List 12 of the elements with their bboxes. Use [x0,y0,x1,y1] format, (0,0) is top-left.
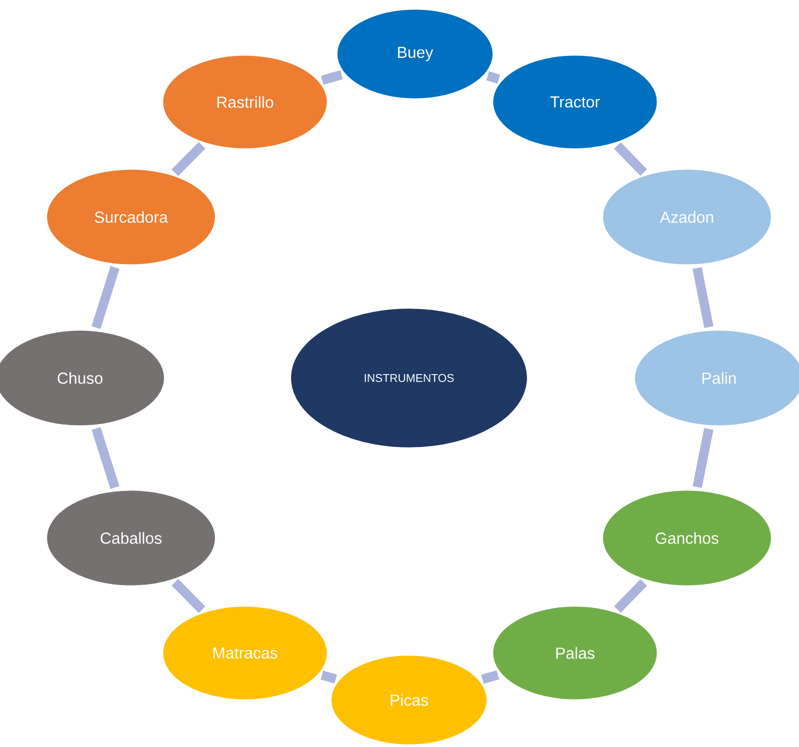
connector [92,427,120,489]
connector [614,142,648,176]
connector [172,142,206,176]
connector [481,670,500,684]
connector [172,578,206,613]
connector [692,428,714,488]
connector [320,670,337,684]
connector [320,70,343,85]
connector [486,71,500,84]
connector [614,579,648,613]
connector [692,267,714,328]
connector [92,266,120,329]
